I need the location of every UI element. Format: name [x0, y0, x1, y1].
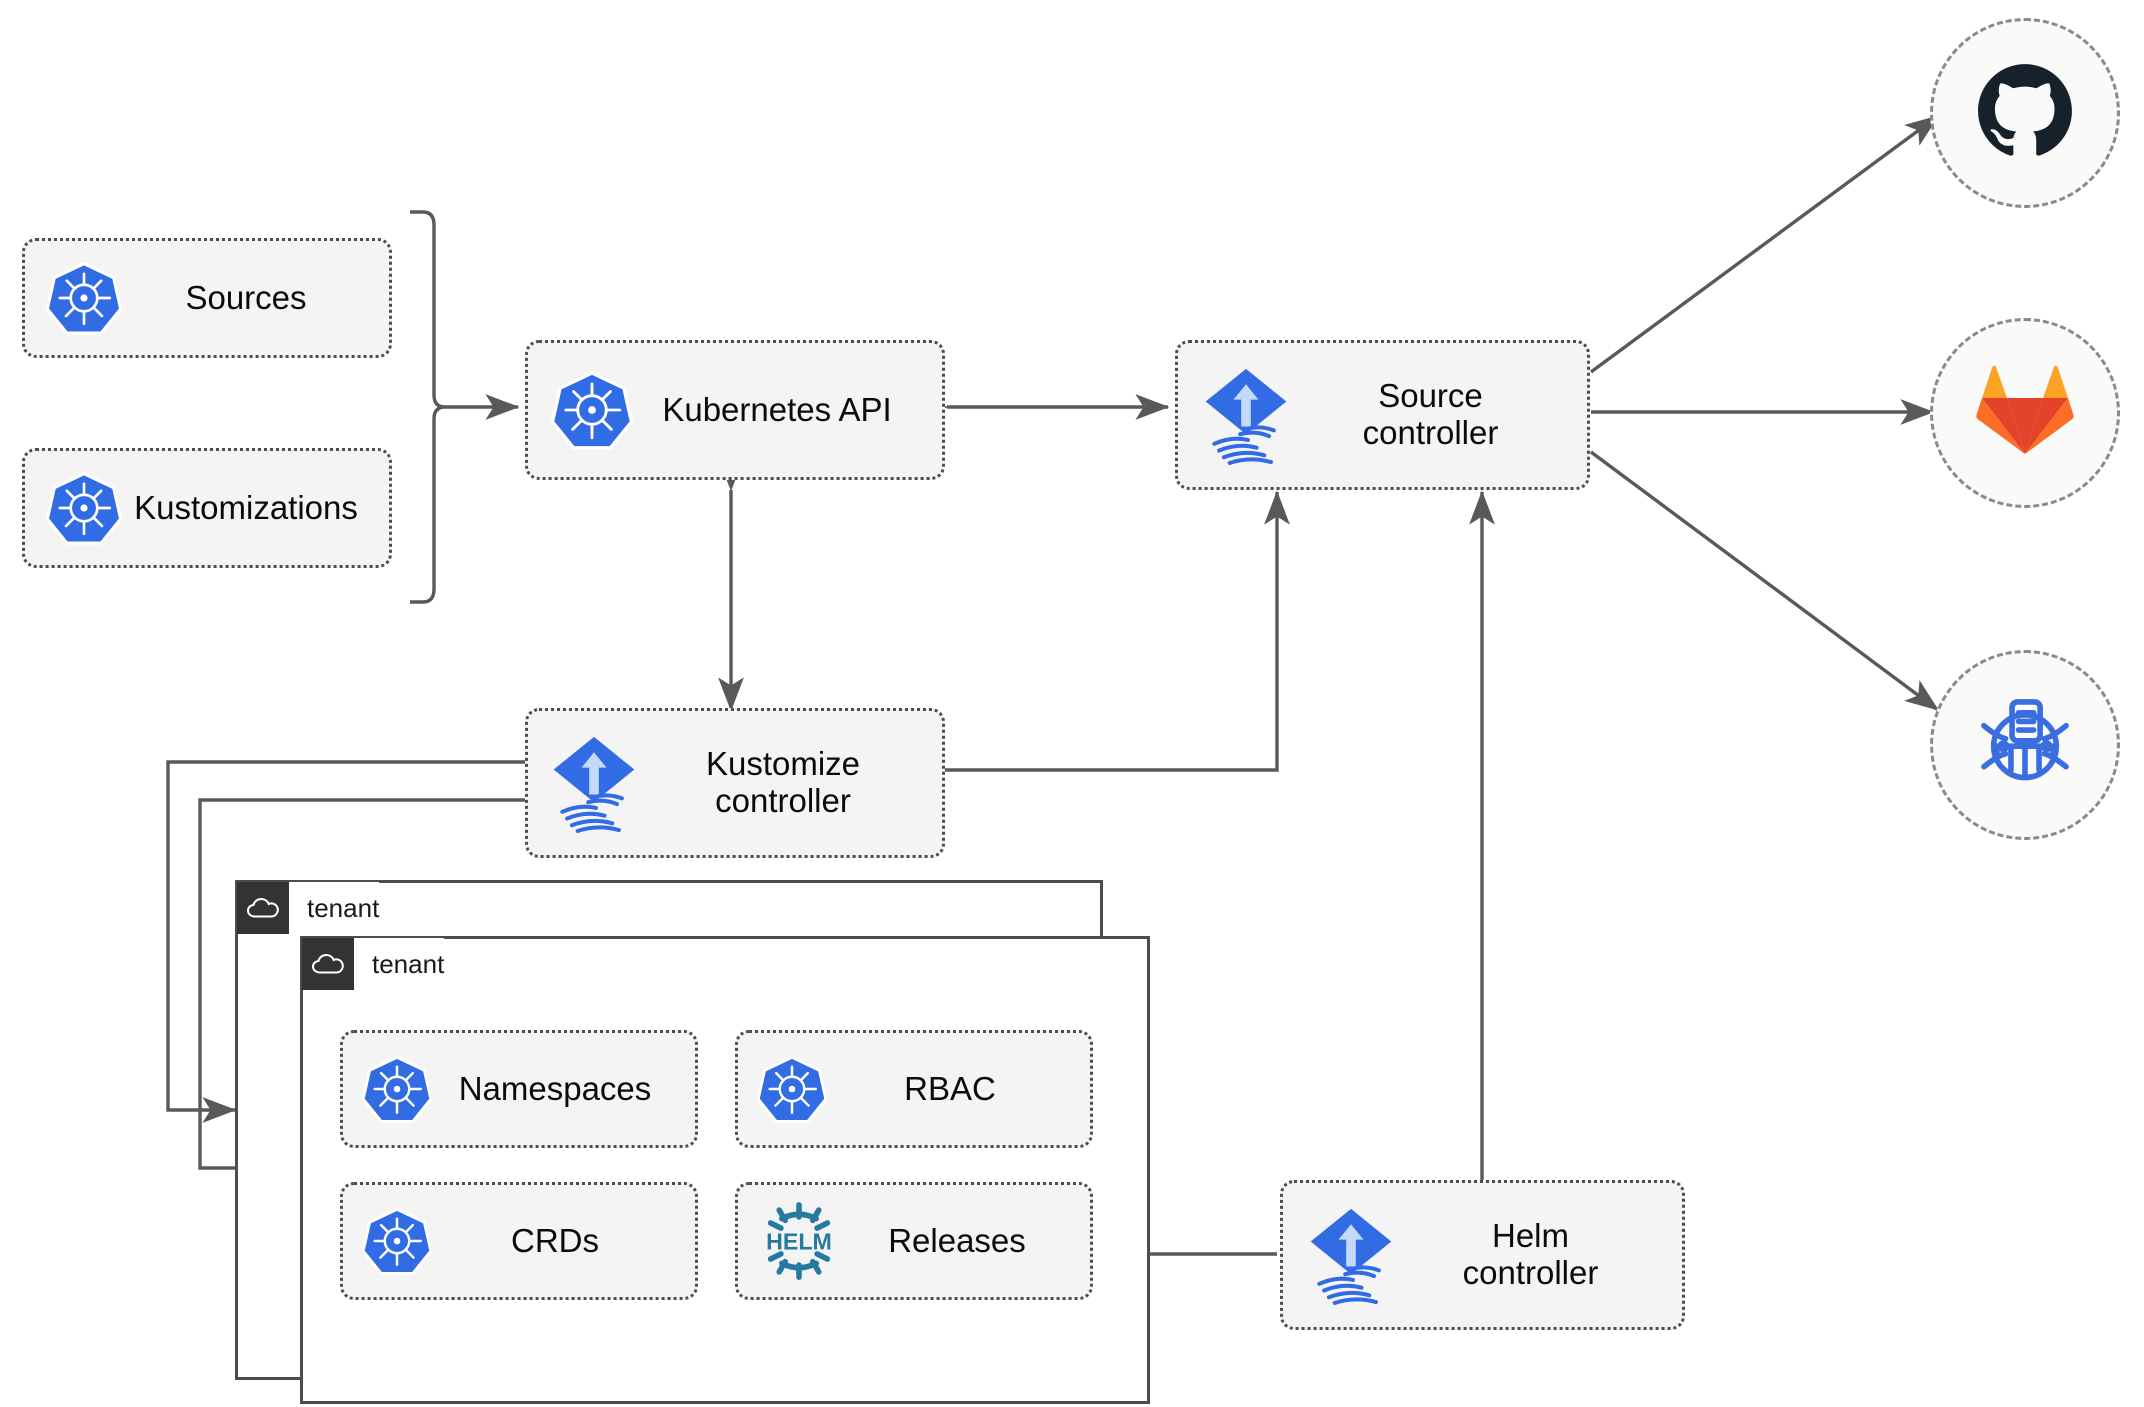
- cloud-icon: [237, 882, 289, 934]
- flux-icon: [546, 731, 642, 835]
- gitlab-icon: [1975, 364, 2075, 463]
- node-label: Namespaces: [458, 1069, 652, 1107]
- kubernetes-icon: [550, 368, 634, 452]
- tenant-label-outer: tenant: [307, 892, 380, 923]
- node-namespaces[interactable]: Namespaces: [340, 1030, 698, 1148]
- node-label: Kubernetes API: [662, 390, 892, 428]
- node-label: Kustomize controller: [705, 745, 861, 819]
- kubernetes-icon: [361, 1205, 433, 1277]
- endpoint-chart-repository[interactable]: [1930, 650, 2120, 840]
- node-sources[interactable]: Sources: [22, 238, 392, 358]
- node-label: Helm controller: [1462, 1217, 1599, 1291]
- kubernetes-icon: [45, 259, 123, 337]
- node-kustomizations[interactable]: Kustomizations: [22, 448, 392, 568]
- helm-chart-repo-icon: [1971, 689, 2079, 802]
- tenant-container-inner: tenant: [300, 936, 1150, 1404]
- node-label: Releases: [888, 1221, 1026, 1259]
- kubernetes-icon: [361, 1053, 433, 1125]
- wire-source-to-chartrepo: [1589, 450, 1940, 712]
- github-icon: [1974, 60, 2076, 167]
- node-label: Source controller: [1362, 377, 1499, 451]
- node-label: Sources: [185, 278, 307, 316]
- wire-sources-bracket: [410, 210, 446, 604]
- node-rbac[interactable]: RBAC: [735, 1030, 1093, 1148]
- tenant-tab-outer: tenant: [237, 882, 380, 934]
- flux-icon: [1198, 363, 1294, 467]
- node-helm-controller[interactable]: Helm controller: [1280, 1180, 1685, 1330]
- node-releases[interactable]: HELM Releases: [735, 1182, 1093, 1300]
- tenant-label-inner: tenant: [372, 948, 445, 979]
- endpoint-gitlab[interactable]: [1930, 318, 2120, 508]
- tenant-tab-inner: tenant: [302, 938, 445, 990]
- cloud-icon: [302, 938, 354, 990]
- helm-icon: HELM: [756, 1198, 842, 1284]
- wire-source-to-github: [1589, 114, 1940, 374]
- node-label: CRDs: [511, 1221, 599, 1259]
- kubernetes-icon: [45, 469, 123, 547]
- node-kustomize-controller[interactable]: Kustomize controller: [525, 708, 945, 858]
- node-crds[interactable]: CRDs: [340, 1182, 698, 1300]
- svg-text:HELM: HELM: [766, 1229, 832, 1255]
- endpoint-github[interactable]: [1930, 18, 2120, 208]
- kubernetes-icon: [756, 1053, 828, 1125]
- wire-kustomize-to-source: [944, 490, 1290, 772]
- node-label: Kustomizations: [134, 488, 358, 526]
- node-source-controller[interactable]: Source controller: [1175, 340, 1590, 490]
- node-label: RBAC: [904, 1069, 996, 1107]
- node-kubernetes-api[interactable]: Kubernetes API: [525, 340, 945, 480]
- flux-icon: [1303, 1203, 1399, 1307]
